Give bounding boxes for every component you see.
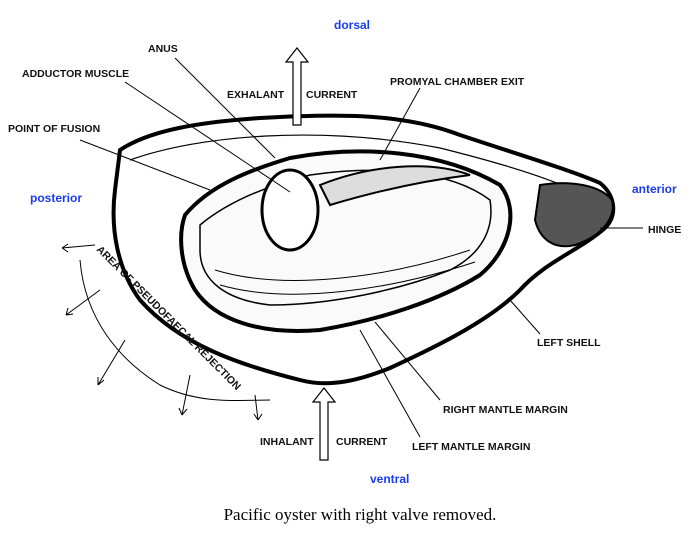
label-promyal-chamber-exit: PROMYAL CHAMBER EXIT [390, 76, 525, 88]
label-left-shell: LEFT SHELL [537, 337, 601, 349]
label-adductor-muscle: ADDUCTOR MUSCLE [22, 68, 129, 80]
label-exhalant: EXHALANT [227, 89, 285, 101]
exhalant-current-arrow [284, 47, 310, 126]
adductor-muscle [260, 168, 320, 252]
gills [214, 249, 476, 295]
label-left-mantle-margin: LEFT MANTLE MARGIN [412, 441, 530, 453]
label-inhalant-current: CURRENT [336, 436, 388, 448]
hinge-shape [533, 182, 614, 248]
figure-caption: Pacific oyster with right valve removed. [224, 505, 497, 524]
label-dorsal: dorsal [334, 18, 370, 32]
pseudofaecal-arrows [61, 243, 271, 421]
leader-lines [79, 57, 643, 438]
label-exhalant-current: CURRENT [306, 89, 358, 101]
label-inhalant: INHALANT [260, 436, 314, 448]
label-hinge: HINGE [648, 224, 681, 236]
promyal-chamber [318, 165, 471, 207]
label-anus: ANUS [148, 43, 178, 55]
label-point-of-fusion: POINT OF FUSION [8, 123, 100, 135]
label-right-mantle-margin: RIGHT MANTLE MARGIN [443, 404, 568, 416]
label-posterior: posterior [30, 191, 82, 205]
label-ventral: ventral [370, 472, 409, 486]
label-anterior: anterior [632, 182, 677, 196]
inhalant-current-arrow [311, 387, 337, 461]
